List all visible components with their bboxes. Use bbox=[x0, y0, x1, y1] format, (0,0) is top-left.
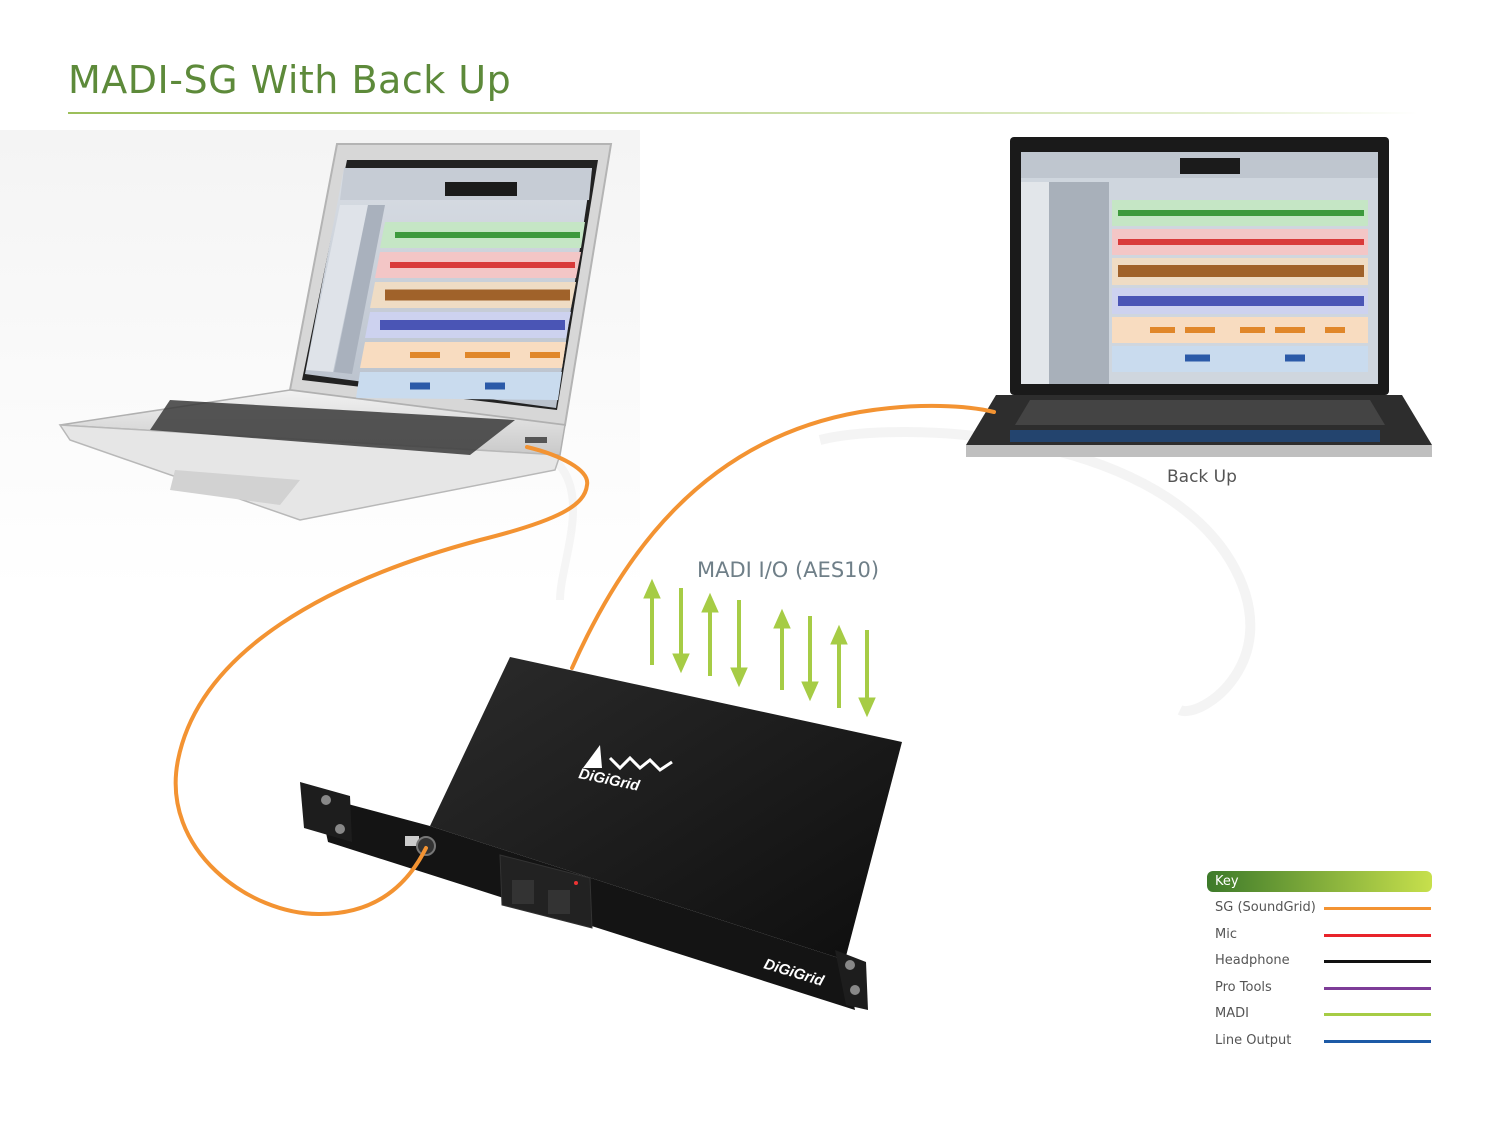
daw-counter bbox=[445, 182, 517, 196]
rack-screw bbox=[335, 824, 345, 834]
key-swatch-line-output bbox=[1324, 1039, 1431, 1043]
madi-io-label: MADI I/O (AES10) bbox=[697, 558, 880, 582]
key-legend: Key SG (SoundGrid) Mic Headphone Pro Too… bbox=[1207, 871, 1432, 1055]
madi-arrow-down-head bbox=[801, 681, 819, 702]
laptop-port bbox=[525, 437, 547, 443]
madi-arrow-down-head bbox=[730, 667, 748, 688]
rack-screw bbox=[321, 795, 331, 805]
backup-laptop-keyboard bbox=[1015, 400, 1385, 425]
soundgrid-port[interactable] bbox=[416, 836, 436, 856]
sg-cable-backup bbox=[570, 403, 996, 670]
backup-daw-track-list bbox=[1021, 182, 1049, 384]
digigrid-madi-sg-device bbox=[300, 657, 902, 1010]
key-item-label: Line Output bbox=[1215, 1032, 1292, 1048]
key-swatch-madi bbox=[1324, 1013, 1431, 1017]
backup-daw-track-controls bbox=[1049, 182, 1109, 384]
madi-arrow-down-head bbox=[858, 697, 876, 718]
device-button[interactable] bbox=[548, 890, 570, 914]
key-item-label: MADI bbox=[1215, 1006, 1249, 1022]
madi-arrows bbox=[643, 578, 876, 718]
madi-arrow-up-head bbox=[830, 624, 848, 645]
rack-ear-right bbox=[835, 950, 868, 1010]
laptop-trackpad bbox=[170, 470, 300, 505]
key-item: Line Output bbox=[1207, 1028, 1432, 1055]
backup-laptop-edge bbox=[966, 445, 1432, 457]
key-item-label: SG (SoundGrid) bbox=[1215, 900, 1316, 915]
ghost-cable bbox=[818, 427, 1256, 717]
key-item: Mic bbox=[1207, 922, 1432, 949]
key-swatch-mic bbox=[1324, 933, 1431, 937]
rack-screw bbox=[845, 960, 855, 970]
daw-tracks bbox=[356, 222, 585, 400]
key-item: MADI bbox=[1207, 1001, 1432, 1028]
key-swatch-headphone bbox=[1324, 960, 1431, 964]
device-label-tag bbox=[405, 836, 419, 846]
backup-daw-tracks bbox=[1112, 200, 1368, 372]
device-button[interactable] bbox=[512, 880, 534, 904]
key-item-label: Pro Tools bbox=[1215, 979, 1272, 995]
madi-arrow-up-head bbox=[773, 608, 791, 629]
key-swatch-sg bbox=[1324, 907, 1431, 910]
key-swatch-pro-tools bbox=[1324, 986, 1431, 990]
page-title: MADI-SG With Back Up bbox=[68, 58, 512, 102]
device-top bbox=[430, 657, 902, 960]
digigrid-logo-icon bbox=[583, 745, 602, 768]
title-divider bbox=[68, 112, 1418, 114]
backup-caption: Back Up bbox=[1167, 467, 1237, 487]
laptop-keyboard bbox=[150, 400, 515, 455]
daw-track-list bbox=[306, 205, 368, 372]
backup-daw-counter bbox=[1180, 158, 1240, 174]
digigrid-wave-icon bbox=[608, 755, 673, 772]
madi-arrow-up-head bbox=[643, 578, 661, 599]
key-title: Key bbox=[1207, 871, 1432, 892]
key-item: Headphone bbox=[1207, 948, 1432, 975]
primary-laptop bbox=[58, 143, 613, 521]
sg-cable-primary bbox=[173, 445, 590, 917]
madi-arrow-up-head bbox=[701, 592, 719, 613]
rack-ear-left bbox=[300, 782, 352, 842]
backup-laptop-glow bbox=[1010, 430, 1380, 442]
daw-track-controls bbox=[334, 205, 385, 374]
key-item: SG (SoundGrid) bbox=[1207, 895, 1432, 922]
backup-laptop bbox=[966, 137, 1432, 457]
key-item-label: Mic bbox=[1215, 926, 1237, 942]
key-item: Pro Tools bbox=[1207, 975, 1432, 1002]
madi-arrow-down-head bbox=[672, 653, 690, 674]
rack-screw bbox=[850, 985, 860, 995]
key-item-label: Headphone bbox=[1215, 953, 1290, 969]
device-led bbox=[574, 881, 578, 885]
